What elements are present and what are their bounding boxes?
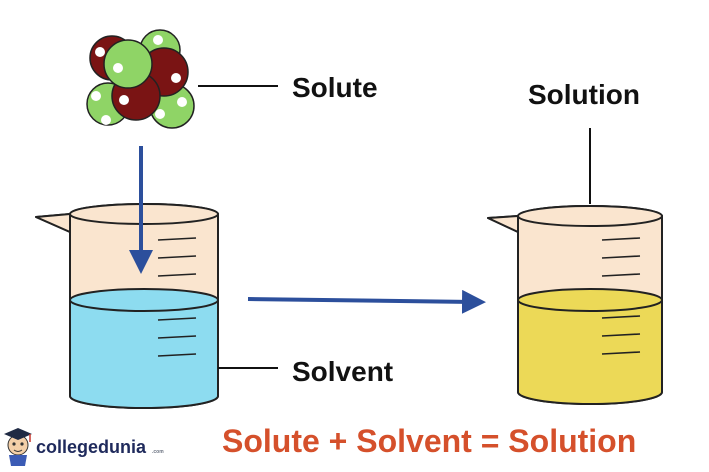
particle-highlights [91,35,187,125]
solution-label: Solution [528,79,640,110]
solvent-graduations [157,237,197,357]
solute-label: Solute [292,72,378,103]
solvent-liquid [69,299,219,409]
equation-text: Solute + Solvent = Solution [222,423,636,459]
brand-name: collegedunia [36,437,147,457]
solvent-surface [69,288,219,312]
right-arrow [247,289,486,314]
solution-surface [517,288,663,312]
solution-graduations [601,237,641,355]
brand-domain: .com [152,449,164,455]
solvent-beaker [35,203,219,409]
particle-green [103,39,153,89]
solution-beaker [487,205,663,405]
graduate-mascot-icon [4,428,32,466]
solution-liquid [517,299,663,405]
solvent-label: Solvent [292,356,393,387]
